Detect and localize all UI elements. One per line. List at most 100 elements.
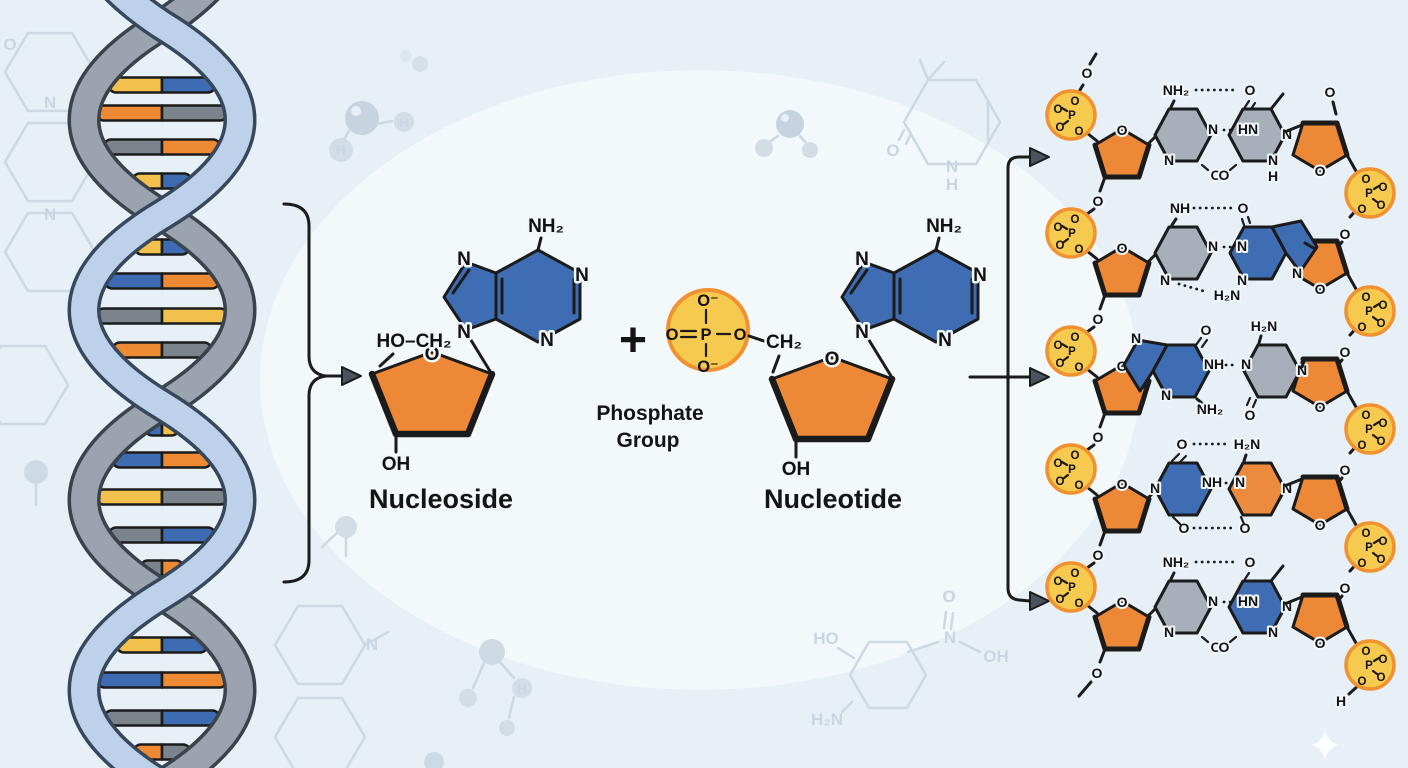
atom-label: N	[1268, 152, 1278, 168]
atom-label: N	[1160, 272, 1170, 288]
helix-rung	[102, 138, 222, 156]
atom-label: N	[1268, 624, 1278, 640]
hbond-donor-label: NH	[1204, 356, 1224, 372]
decor-atom: O	[3, 35, 16, 54]
background-glow	[260, 70, 1140, 690]
phosphate-group	[1045, 89, 1097, 141]
helix-rung	[107, 526, 217, 544]
atom-label: N	[1235, 474, 1245, 490]
atom-label: O	[1179, 520, 1190, 536]
hbond-acceptor-label: O	[1238, 200, 1249, 216]
methylene-label: CH₂	[766, 332, 802, 353]
atom-label: N	[1208, 593, 1218, 609]
decor-atom: OH	[983, 647, 1009, 666]
decor-atom: N	[44, 205, 56, 224]
base-ring	[1153, 225, 1213, 281]
nucleotide-label: Nucleotide	[764, 484, 902, 514]
arrow-head	[1029, 591, 1050, 611]
right-backbone: O O O O O H	[1293, 82, 1396, 711]
phosphate-group-label-line1: Phosphate	[596, 402, 703, 425]
hydroxymethyl-label: HO–CH₂	[377, 331, 452, 352]
atom-label: P	[700, 326, 711, 344]
arrow-head	[341, 366, 362, 386]
helix-rung	[102, 709, 222, 727]
helix-rung	[95, 671, 229, 689]
atom-label: H	[1268, 168, 1278, 184]
atom-label: N	[1150, 480, 1160, 496]
atom-label: O	[1093, 547, 1104, 563]
helix-rung	[95, 104, 229, 122]
decor-atom: N	[944, 628, 956, 647]
phosphate-group	[1045, 325, 1097, 377]
phosphate-circle-large	[666, 288, 750, 372]
atom-label: O	[1325, 84, 1336, 100]
decor-atom: H	[517, 681, 526, 696]
helix-bracket	[282, 202, 362, 584]
atom-label: N	[1292, 265, 1302, 281]
left-backbone: O O O O O O	[1045, 52, 1149, 698]
atom-label: O	[1211, 639, 1222, 655]
atom-label: N	[1164, 624, 1174, 640]
phosphate-group	[1045, 561, 1097, 613]
atom-label: N	[1297, 362, 1307, 378]
base-ring	[1227, 461, 1287, 517]
base-pair-4: O H₂N NH N O O N N	[1147, 434, 1304, 538]
atom-label: O	[1093, 429, 1104, 445]
decor-atom: O	[942, 587, 955, 606]
atom-label: O	[1340, 226, 1351, 242]
atom-label: O	[1201, 322, 1212, 338]
atom-label: O⁻	[697, 292, 719, 310]
base-ring	[1227, 579, 1287, 635]
phosphate-group	[1344, 403, 1396, 455]
helix-rung	[107, 76, 217, 94]
helix-rung	[95, 307, 229, 325]
base-pair-5: NH₂ O N HN N O O N N	[1147, 552, 1304, 657]
decor-atom: O	[886, 141, 899, 160]
atom-label: N	[1164, 152, 1174, 168]
atom-label: O	[1245, 407, 1256, 423]
nucleoside-label: Nucleoside	[369, 484, 513, 514]
background-decor: O N N H H O N H HO N O OH H₂N	[0, 31, 1339, 768]
atom-label: O	[1219, 639, 1230, 655]
base-ring	[1122, 338, 1169, 393]
hbond-acceptor-label: O	[1245, 82, 1256, 98]
hbond-acceptor-label: O	[1177, 436, 1188, 452]
base-ring	[1153, 579, 1213, 635]
phosphate-group	[1045, 207, 1097, 259]
sparkle	[1311, 731, 1339, 759]
atom-label: O	[1093, 311, 1104, 327]
nucleotide-structure: CH₂ Nucleotide	[747, 216, 987, 514]
atom-label: H₂N	[1214, 287, 1240, 303]
helix-rung	[94, 488, 230, 506]
phosphate-group	[1344, 521, 1396, 573]
hbond-acceptor-label: O	[1245, 554, 1256, 570]
helix-rung	[115, 636, 209, 654]
base-ring	[1153, 107, 1213, 163]
base-ring	[1153, 461, 1213, 517]
atom-label: O	[1340, 462, 1351, 478]
decor-atom: H	[336, 143, 345, 158]
hbond-donor-label: NH₂	[1163, 82, 1189, 98]
base-ring	[1270, 219, 1319, 274]
atom-label: O	[1219, 167, 1230, 183]
atom-label: H₂N	[1251, 318, 1277, 334]
arrow-head	[1029, 367, 1050, 387]
dna-polymer-strand: O O O O O O O O	[1045, 52, 1396, 711]
hbond-donor-label: NH	[1170, 200, 1190, 216]
phosphate-group	[1344, 167, 1396, 219]
base-ring	[1242, 343, 1302, 399]
atom-label: NH₂	[1197, 401, 1223, 417]
atom-label: N	[1208, 121, 1218, 137]
decor-atom: H	[946, 175, 958, 194]
decor-atom: N	[946, 157, 958, 176]
atom-label: N	[1131, 330, 1141, 346]
atom-label: O	[734, 326, 747, 344]
decor-atom: HO	[813, 629, 839, 648]
atom-label: N	[1237, 238, 1247, 254]
decor-atom: H₂N	[811, 710, 843, 729]
atom-label: O	[1082, 65, 1093, 81]
hbond-donor-label: H₂N	[1234, 436, 1260, 452]
nucleoside-structure: HO–CH₂ Nucleoside	[369, 216, 589, 514]
dna-helix-illustration	[67, 0, 257, 768]
